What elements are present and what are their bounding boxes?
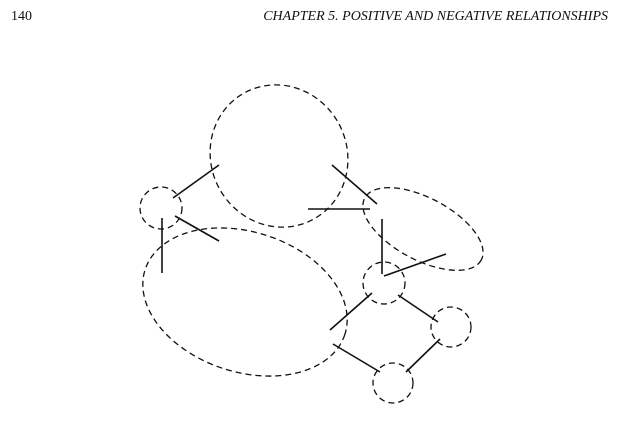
- edge-top-to-right-a: [331, 164, 378, 205]
- edge-center-to-bottom-left: [329, 292, 373, 331]
- edge-center-to-node-right: [397, 294, 439, 323]
- group-ellipse-right: [362, 187, 484, 271]
- group-ellipse-bottom-left: [142, 227, 348, 377]
- node-right: [430, 306, 472, 348]
- node-left: [139, 186, 183, 230]
- edge-bottom-left-to-node-bottom: [332, 343, 381, 373]
- group-ellipse-top: [209, 84, 349, 228]
- edge-left-to-bottom: [174, 215, 220, 242]
- edge-left-to-top: [172, 164, 220, 199]
- node-center: [362, 261, 406, 305]
- edge-center-to-right-group: [383, 253, 447, 277]
- running-header: CHAPTER 5. POSITIVE AND NEGATIVE RELATIO…: [263, 9, 608, 24]
- edge-node-right-to-node-bottom: [405, 338, 441, 373]
- node-bottom: [372, 362, 414, 404]
- page-number: 140: [11, 9, 32, 24]
